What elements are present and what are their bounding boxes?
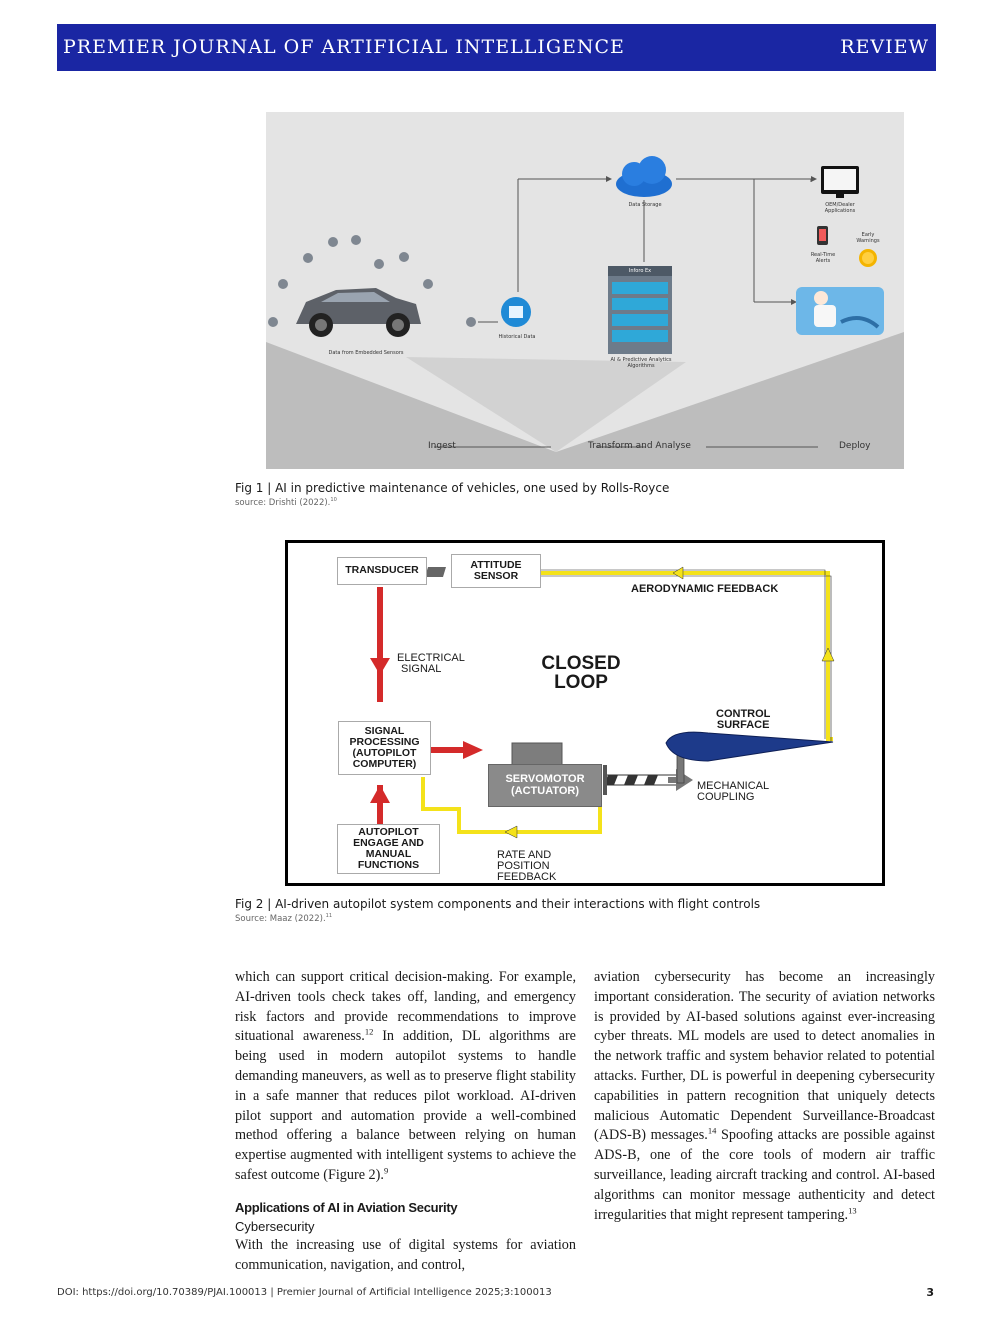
- paragraph: which can support critical decision-maki…: [235, 969, 576, 1183]
- figure-1-predictive-maintenance: Data Storage OEM/Dealer Applications Rea…: [266, 112, 904, 469]
- figure-2-caption: Fig 2 | AI-driven autopilot system compo…: [235, 897, 761, 911]
- figure-2-diagram: [370, 566, 835, 839]
- fig1-label-historical: Historical Data: [498, 334, 536, 340]
- subsection-heading: Cybersecurity: [235, 1218, 315, 1234]
- fig1-stage-transform: Transform and Analyse: [588, 441, 691, 451]
- fig1-label-rt-alerts: Real-Time Alerts: [810, 252, 836, 264]
- monitor-icon: [821, 166, 859, 198]
- fig1-label-storage: Data Storage: [628, 202, 662, 208]
- server-icon: [608, 266, 672, 354]
- figure-1-caption: Fig 1 | AI in predictive maintenance of …: [235, 481, 670, 495]
- fig1-stage-ingest: Ingest: [428, 441, 456, 451]
- journal-header-bar: PREMIER JOURNAL OF ARTIFICIAL INTELLIGEN…: [57, 24, 936, 71]
- page-number: 3: [926, 1286, 934, 1299]
- left-text-column: which can support critical decision-maki…: [235, 968, 576, 1275]
- doi-footer: DOI: https://doi.org/10.70389/PJAI.10001…: [57, 1287, 552, 1298]
- paragraph: With the increasing use of digital syste…: [235, 1236, 576, 1273]
- actuator-rod: [603, 765, 679, 795]
- section-heading: Applications of AI in Aviation Security: [235, 1199, 458, 1215]
- fig1-label-server: Inforo Ex: [628, 268, 652, 274]
- figure-2-source: Source: Maaz (2022).11: [235, 913, 333, 924]
- aero-feedback-label: AERODYNAMIC FEEDBACK: [631, 583, 779, 595]
- sensor-icons: [268, 235, 476, 327]
- warning-icon: [859, 249, 877, 267]
- figure-1-source: source: Drishti (2022).10: [235, 497, 337, 508]
- article-type: REVIEW: [840, 36, 929, 58]
- fig1-label-sensors: Data from Embedded Sensors: [328, 350, 404, 356]
- paragraph: aviation cybersecurity has become an inc…: [594, 969, 935, 1223]
- driver-cockpit-icon: [796, 287, 884, 335]
- servomotor-box: SERVOMOTOR(ACTUATOR): [488, 764, 602, 807]
- database-icon: [501, 297, 531, 327]
- fig1-label-analytics: AI & Predictive Analytics Algorithms: [610, 357, 672, 369]
- fig1-label-early: Early Warnings: [856, 232, 880, 244]
- figure-1-illustration: [266, 156, 904, 469]
- right-text-column: aviation cybersecurity has become an inc…: [594, 968, 935, 1225]
- vehicle-icon: [296, 288, 421, 337]
- journal-title: PREMIER JOURNAL OF ARTIFICIAL INTELLIGEN…: [63, 36, 625, 58]
- transducer-box: TRANSDUCER: [337, 557, 427, 585]
- fig1-label-oem: OEM/Dealer Applications: [824, 202, 856, 214]
- cloud-storage-icon: [616, 156, 672, 197]
- phone-alert-icon: [817, 226, 828, 245]
- fig1-stage-deploy: Deploy: [839, 441, 871, 451]
